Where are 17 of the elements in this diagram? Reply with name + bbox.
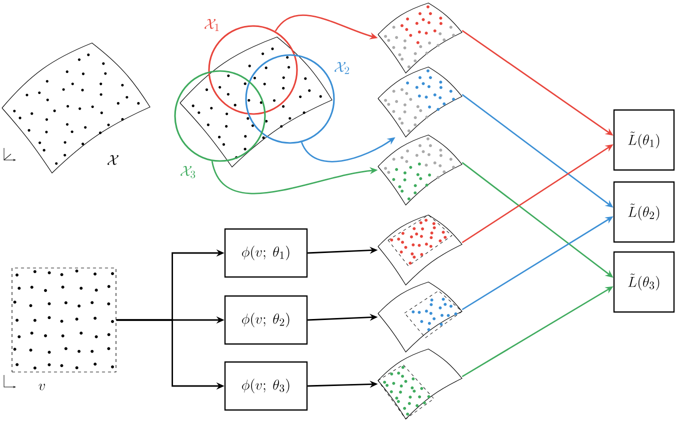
circle-label: $\mathcal{X}_3$ — [180, 166, 196, 178]
surface-patch-drawing — [378, 2, 462, 74]
function-box: $\phi(v;\ \theta_3)$ — [224, 361, 308, 411]
surface-patch-drawing — [378, 214, 462, 286]
loss-box: $\tilde{L}(\theta_2)$ — [613, 181, 675, 243]
function-box: $\phi(v;\ \theta_1)$ — [224, 228, 308, 278]
function-box: $\phi(v;\ \theta_2)$ — [224, 295, 308, 345]
grid-label: $v$ — [38, 384, 45, 390]
surface-patch-drawing — [378, 66, 462, 138]
loss-box: $\tilde{L}(\theta_1)$ — [613, 109, 675, 171]
surface-patch-drawing — [378, 134, 462, 206]
circle-label: $\mathcal{X}_1$ — [204, 19, 219, 31]
label: $\mathcal{X}$ — [108, 155, 118, 165]
circle-label: $\mathcal{X}_2$ — [334, 62, 350, 74]
loss-box: $\tilde{L}(\theta_3)$ — [613, 251, 675, 313]
surface-patch-drawing — [378, 282, 462, 352]
surface-patch-drawing — [378, 348, 462, 420]
